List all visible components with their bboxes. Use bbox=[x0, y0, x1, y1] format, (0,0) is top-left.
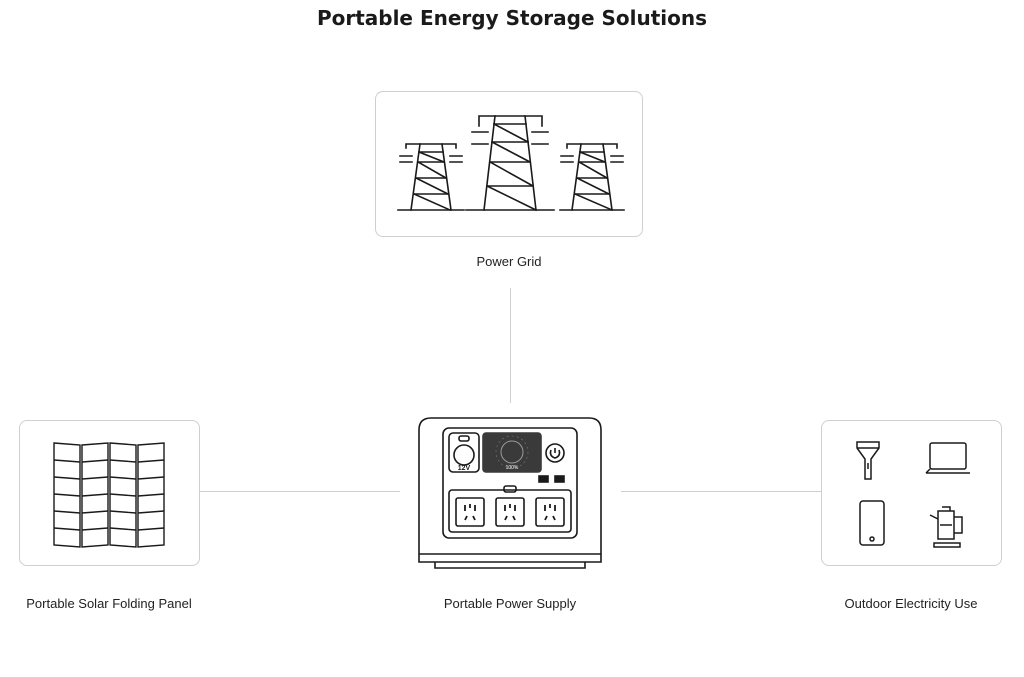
laptop-icon bbox=[925, 442, 970, 474]
page-title: Portable Energy Storage Solutions bbox=[316, 6, 708, 30]
power-station-icon: 12V 100% bbox=[415, 416, 605, 573]
power-grid-label: Power Grid bbox=[476, 254, 542, 269]
solar-panel-card bbox=[19, 420, 200, 566]
power-grid-card bbox=[375, 91, 643, 237]
solar-panel-icon bbox=[53, 442, 165, 548]
power-supply-label: Portable Power Supply bbox=[443, 596, 577, 611]
port-12v-label: 12V bbox=[457, 465, 471, 472]
kettle-icon bbox=[929, 506, 963, 548]
connector-solar-supply bbox=[200, 491, 400, 492]
solar-panel-label: Portable Solar Folding Panel bbox=[26, 596, 192, 611]
connector-supply-outdoor bbox=[621, 491, 821, 492]
outdoor-use-card bbox=[821, 420, 1002, 566]
battery-display-value: 100% bbox=[505, 465, 519, 471]
connector-grid-supply bbox=[510, 288, 511, 403]
flashlight-icon bbox=[856, 441, 880, 480]
power-tower-icon bbox=[397, 115, 625, 212]
phone-icon bbox=[859, 500, 885, 546]
outdoor-use-label: Outdoor Electricity Use bbox=[844, 596, 978, 611]
